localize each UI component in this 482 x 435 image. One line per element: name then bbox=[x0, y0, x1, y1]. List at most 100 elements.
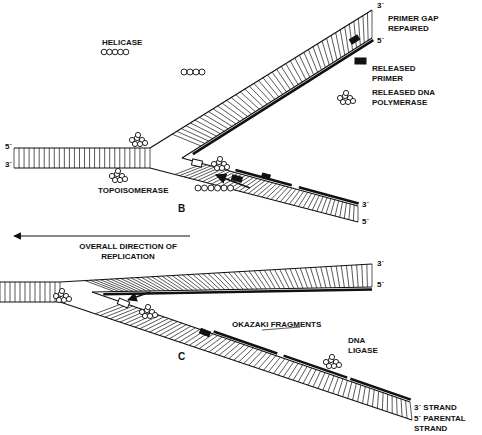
direction-arrow bbox=[14, 235, 190, 236]
base-pair-hatch bbox=[119, 148, 120, 168]
strand-end: 5´ bbox=[5, 142, 12, 152]
base-pair-hatch bbox=[34, 148, 35, 168]
base-pair-hatch bbox=[126, 278, 151, 291]
new-strand-fragment bbox=[193, 40, 373, 154]
enzyme-label: HELICASE bbox=[102, 38, 142, 48]
base-pair-hatch bbox=[298, 366, 307, 381]
base-pair-hatch bbox=[254, 83, 271, 101]
base-pair-hatch bbox=[326, 199, 331, 214]
base-pair-hatch bbox=[134, 148, 135, 168]
base-pair-hatch bbox=[304, 52, 314, 74]
released-polymerase bbox=[345, 99, 350, 104]
helicase bbox=[66, 296, 71, 301]
dna-strands bbox=[0, 10, 412, 420]
base-pair-hatch bbox=[299, 55, 309, 77]
dna-polymerase bbox=[219, 165, 224, 170]
free-protein bbox=[181, 69, 187, 75]
base-pair-hatch bbox=[289, 190, 300, 204]
free-protein bbox=[221, 185, 227, 191]
new-strand-fragment bbox=[350, 379, 410, 400]
base-pair-hatch bbox=[299, 192, 308, 206]
base-pair-hatch bbox=[406, 400, 408, 418]
dna-polymerase bbox=[224, 164, 229, 169]
base-pair-hatch bbox=[10, 282, 11, 302]
base-pair-hatch bbox=[0, 282, 1, 302]
base-pair-hatch bbox=[401, 399, 402, 417]
base-pair-hatch bbox=[387, 394, 388, 411]
base-pair-hatch bbox=[229, 345, 245, 359]
base-pair-hatch bbox=[131, 278, 156, 291]
base-pair-hatch bbox=[290, 61, 302, 82]
base-pair-hatch bbox=[59, 148, 60, 168]
base-pair-hatch bbox=[410, 402, 412, 420]
strand-note: 5´ PARENTAL STRAND bbox=[414, 414, 480, 434]
enzymes bbox=[14, 35, 366, 369]
base-pair-hatch bbox=[341, 266, 344, 288]
topoisomerase bbox=[115, 168, 120, 173]
released-polymerase bbox=[343, 90, 348, 95]
base-pair-hatch bbox=[310, 268, 316, 288]
base-pair-hatch bbox=[269, 270, 280, 289]
base-pair-hatch bbox=[276, 187, 289, 201]
base-pair-hatch bbox=[286, 64, 298, 85]
base-pair-hatch bbox=[317, 196, 323, 211]
base-pair-hatch bbox=[363, 387, 366, 404]
free-protein bbox=[199, 69, 205, 75]
base-pair-hatch bbox=[349, 24, 352, 50]
base-pair-hatch bbox=[353, 383, 357, 400]
base-pair-hatch bbox=[124, 148, 125, 168]
base-pair-hatch bbox=[24, 148, 25, 168]
base-pair-hatch bbox=[331, 200, 335, 215]
base-pair-hatch bbox=[326, 267, 331, 288]
helicase bbox=[135, 132, 140, 137]
base-pair-hatch bbox=[363, 16, 364, 43]
base-pair-hatch bbox=[321, 198, 327, 213]
base-pair-hatch bbox=[344, 203, 346, 219]
base-pair-hatch bbox=[362, 265, 363, 288]
base-pair-hatch bbox=[285, 269, 294, 288]
strand-end: 3´ bbox=[377, 259, 384, 269]
helicase bbox=[123, 49, 129, 55]
part-label: OKAZAKI FRAGMENTS bbox=[232, 320, 321, 330]
dna-polymerase bbox=[152, 312, 157, 317]
base-pair-hatch bbox=[202, 170, 226, 182]
base-pair-hatch bbox=[14, 148, 15, 168]
base-pair-hatch bbox=[367, 388, 369, 405]
base-pair-hatch bbox=[198, 274, 216, 290]
helicase bbox=[118, 49, 124, 55]
base-pair-hatch bbox=[35, 282, 36, 302]
base-pair-hatch bbox=[234, 346, 249, 360]
base-pair-hatch bbox=[303, 193, 311, 207]
base-pair-hatch bbox=[259, 354, 272, 369]
base-pair-hatch bbox=[353, 205, 355, 221]
helicase bbox=[137, 141, 142, 146]
base-pair-hatch bbox=[40, 282, 41, 302]
helicase bbox=[56, 297, 61, 302]
base-pair-hatch bbox=[358, 206, 359, 222]
base-pair-hatch bbox=[268, 75, 283, 95]
base-pair-hatch bbox=[372, 390, 374, 407]
base-pair-hatch bbox=[129, 148, 130, 168]
base-pair-hatch bbox=[207, 171, 230, 183]
base-pair-hatch bbox=[308, 50, 317, 73]
base-pair-hatch bbox=[20, 282, 21, 302]
base-pair-hatch bbox=[64, 148, 65, 168]
new-strand-fragment bbox=[214, 331, 278, 353]
base-pair-hatch bbox=[99, 148, 100, 168]
base-pair-hatch bbox=[336, 266, 340, 288]
base-pair-hatch bbox=[25, 282, 26, 302]
panel-letter: B bbox=[178, 204, 185, 214]
base-pair-hatch bbox=[193, 274, 211, 290]
released-polymerase bbox=[350, 98, 355, 103]
free-protein bbox=[187, 69, 193, 75]
base-pair-hatch bbox=[184, 166, 211, 177]
panel-letter: C bbox=[178, 352, 185, 362]
base-pair-hatch bbox=[290, 269, 298, 289]
base-pair-hatch bbox=[114, 148, 115, 168]
new-strand-fragment bbox=[284, 356, 348, 378]
base-pair-hatch bbox=[323, 374, 330, 390]
base-pair-hatch bbox=[249, 351, 263, 365]
strand-end: 3´ bbox=[377, 1, 384, 11]
